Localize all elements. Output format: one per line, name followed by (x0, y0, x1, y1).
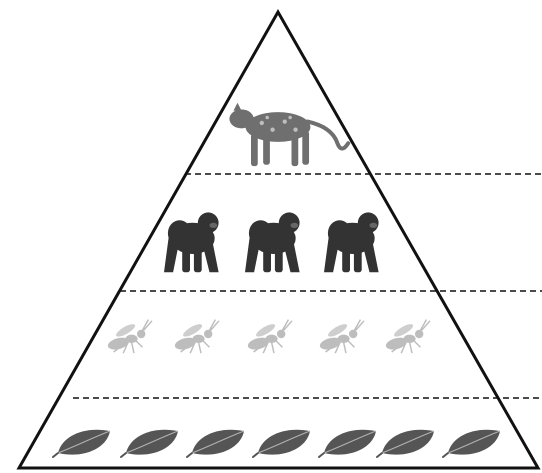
insect-icon (174, 320, 219, 354)
gorilla-icon (245, 212, 300, 272)
insect-icon (319, 320, 364, 354)
insect-icon (385, 320, 430, 354)
insect-icon (107, 320, 152, 354)
pyramid-level-leaf (53, 430, 500, 457)
leaf-icon (377, 430, 434, 457)
insect-icon (247, 320, 292, 354)
leaf-icon (53, 430, 110, 457)
leaf-icon (253, 430, 310, 457)
leaf-icon (187, 430, 244, 457)
gorilla-icon (164, 212, 219, 272)
leopard-icon (229, 103, 348, 166)
pyramid-level-insect (107, 320, 430, 354)
leaf-icon (121, 430, 178, 457)
leaf-icon (319, 430, 376, 457)
gorilla-icon (324, 212, 379, 272)
leaf-icon (443, 430, 500, 457)
pyramid-level-leopard (229, 103, 348, 166)
pyramid-level-gorilla (164, 212, 379, 272)
